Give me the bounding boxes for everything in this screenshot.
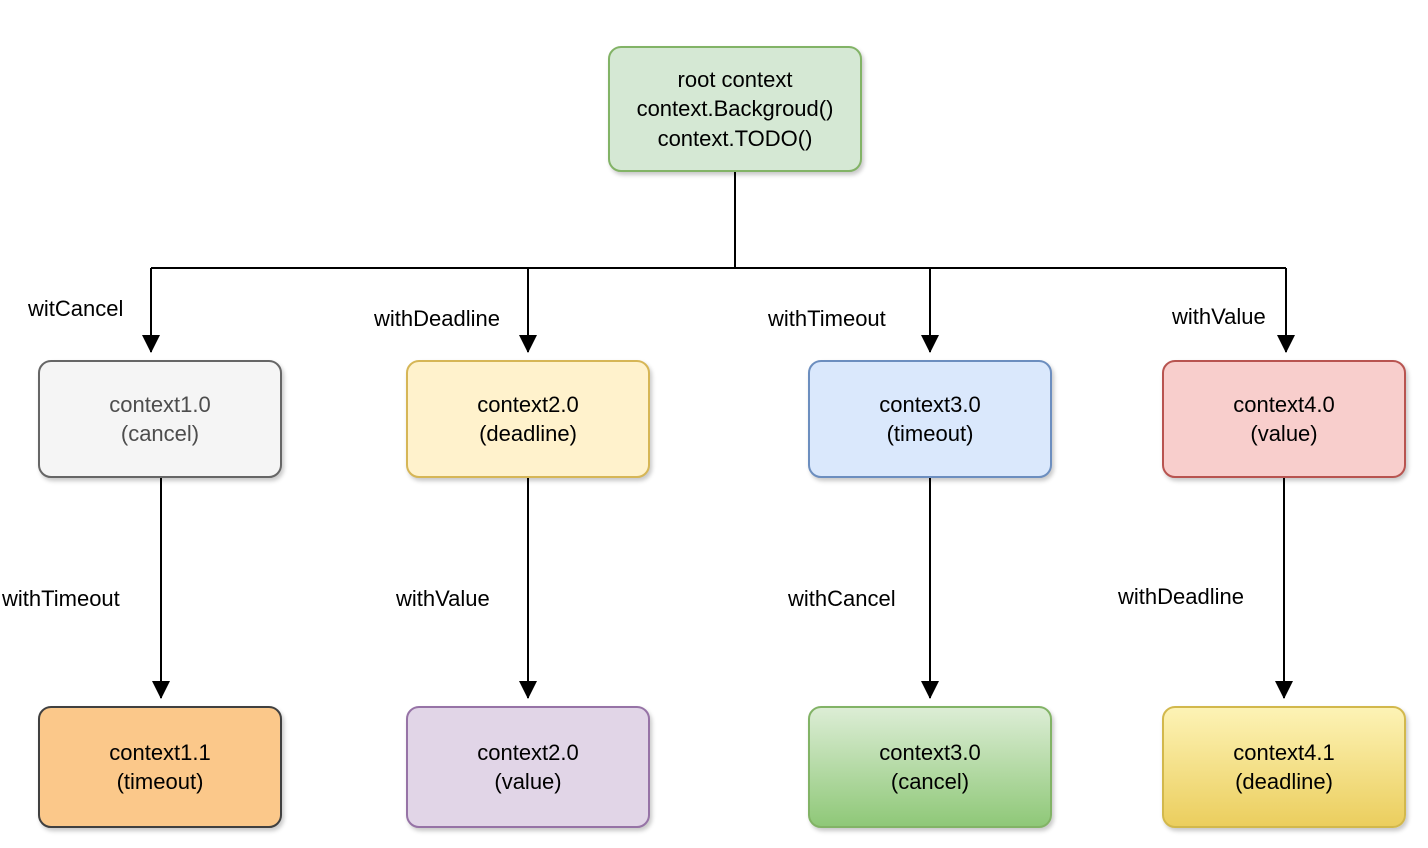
node-subtitle: (value)	[1250, 421, 1318, 446]
node-context2-0-deadline: context2.0 (deadline)	[406, 360, 650, 478]
node-context3-0-cancel: context3.0 (cancel)	[808, 706, 1052, 828]
root-context-line-2: context.Backgroud()	[636, 96, 834, 122]
node-subtitle: (cancel)	[120, 421, 200, 446]
edge-label-withcancel-2: withCancel	[788, 586, 896, 611]
edge-label-withdeadline-2: withDeadline	[1118, 584, 1244, 609]
node-context4-0-value: context4.0 (value)	[1162, 360, 1406, 478]
node-subtitle: (cancel)	[890, 769, 970, 794]
node-title: context3.0	[879, 391, 981, 417]
node-subtitle: (value)	[494, 769, 562, 794]
node-subtitle: (deadline)	[479, 421, 577, 446]
node-context1-0-cancel: context1.0 (cancel)	[38, 360, 282, 478]
edge-label-withtimeout: withTimeout	[768, 306, 886, 331]
edge-label-withtimeout-2: withTimeout	[2, 586, 120, 611]
node-root-context: root context context.Backgroud() context…	[608, 46, 862, 172]
root-context-line-3: context.TODO()	[657, 125, 813, 151]
node-title: context4.0	[1233, 391, 1335, 417]
edge-label-withdeadline: withDeadline	[374, 306, 500, 331]
node-title: context1.1	[109, 739, 211, 765]
node-context3-0-timeout: context3.0 (timeout)	[808, 360, 1052, 478]
node-subtitle: (timeout)	[116, 769, 204, 794]
node-subtitle: (timeout)	[886, 421, 974, 446]
node-title: context4.1	[1233, 739, 1335, 765]
node-title: context3.0	[879, 739, 981, 765]
node-title: context1.0	[109, 391, 211, 417]
node-context2-0-value: context2.0 (value)	[406, 706, 650, 828]
edge-label-witcancel: witCancel	[28, 296, 124, 321]
node-context1-1-timeout: context1.1 (timeout)	[38, 706, 282, 828]
root-context-line-1: root context	[677, 67, 793, 93]
edge-label-withvalue: withValue	[1172, 304, 1266, 329]
node-context4-1-deadline: context4.1 (deadline)	[1162, 706, 1406, 828]
edge-label-withvalue-2: withValue	[396, 586, 490, 611]
node-title: context2.0	[477, 739, 579, 765]
node-subtitle: (deadline)	[1235, 769, 1333, 794]
node-title: context2.0	[477, 391, 579, 417]
